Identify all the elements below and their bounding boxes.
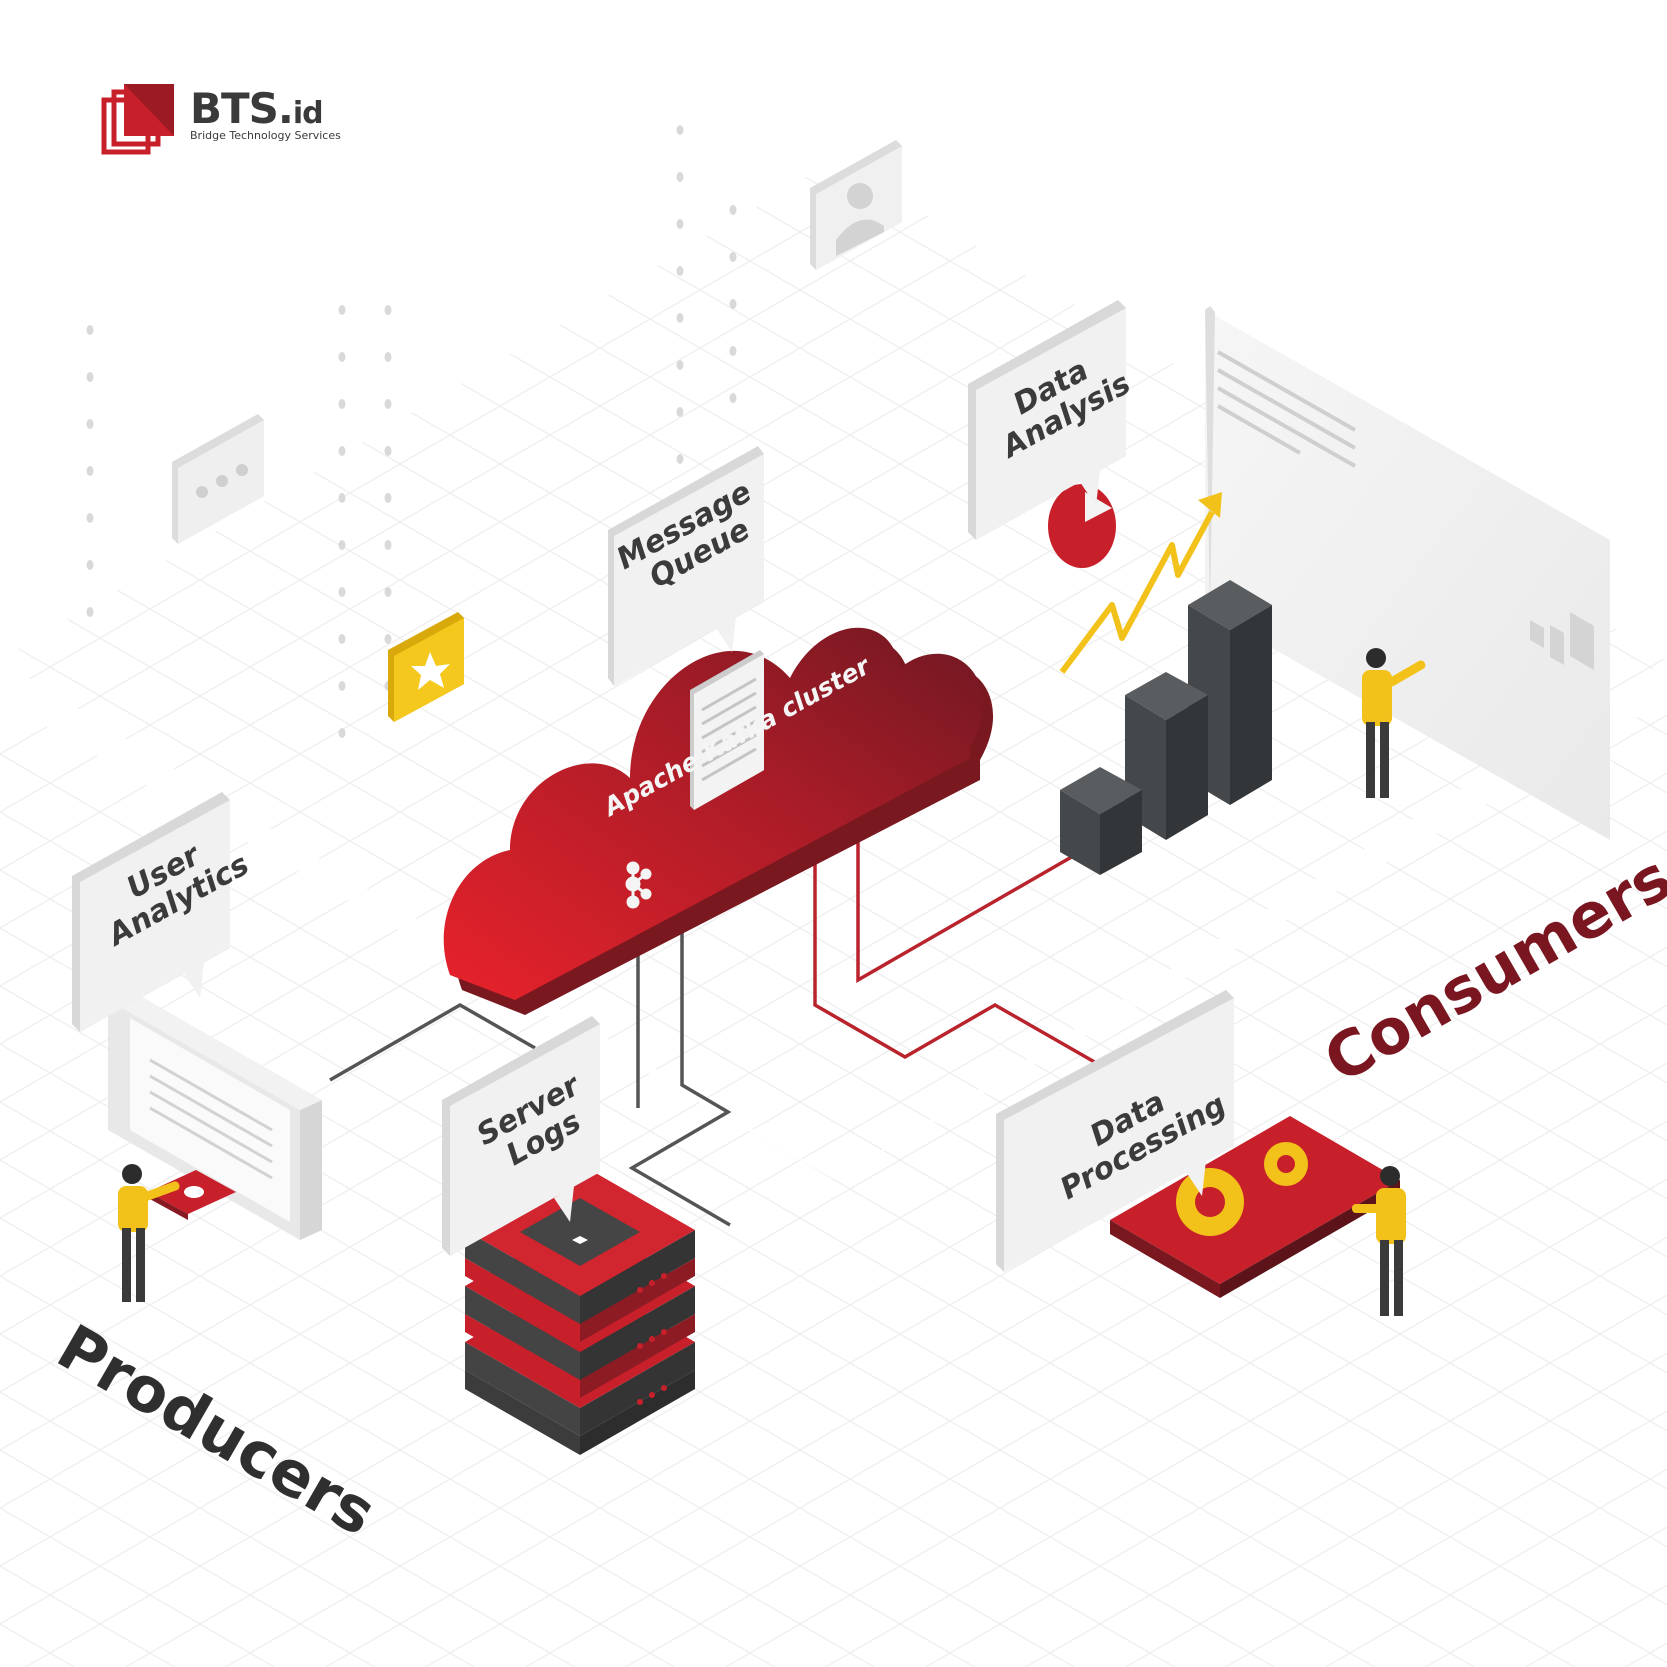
dot bbox=[384, 493, 392, 503]
dot bbox=[338, 352, 346, 362]
kafka-cloud bbox=[443, 627, 994, 1015]
dot bbox=[729, 252, 737, 262]
right-panel bbox=[1205, 306, 1610, 840]
callout-message-queue bbox=[608, 446, 764, 686]
dot bbox=[86, 607, 94, 617]
dot bbox=[384, 634, 392, 644]
bts-logo-icon bbox=[101, 84, 174, 155]
dot bbox=[676, 313, 684, 323]
dot bbox=[338, 540, 346, 550]
dot bbox=[676, 172, 684, 182]
dot bbox=[86, 466, 94, 476]
star-icon bbox=[388, 612, 464, 722]
pie-chart-icon bbox=[1048, 484, 1116, 568]
dot bbox=[384, 587, 392, 597]
dot bbox=[676, 219, 684, 229]
dot bbox=[676, 454, 684, 464]
dot bbox=[729, 299, 737, 309]
dot bbox=[384, 352, 392, 362]
callout-server-logs bbox=[442, 1016, 600, 1256]
dot bbox=[338, 681, 346, 691]
callout-data-analysis bbox=[968, 300, 1126, 540]
chat-icon bbox=[172, 414, 264, 544]
brand-name: BTS.id bbox=[190, 84, 324, 133]
dot bbox=[676, 125, 684, 135]
callout-bubbles bbox=[72, 300, 1234, 1272]
monitor bbox=[108, 990, 322, 1240]
dot bbox=[676, 407, 684, 417]
callout-user-analytics bbox=[72, 792, 230, 1032]
callout-data-processing bbox=[996, 990, 1234, 1272]
dot bbox=[384, 540, 392, 550]
red-card bbox=[148, 1170, 236, 1220]
connection-lines bbox=[329, 830, 1106, 1227]
dot bbox=[384, 399, 392, 409]
dot bbox=[384, 305, 392, 315]
dot bbox=[338, 305, 346, 315]
server-stack bbox=[465, 1164, 695, 1455]
dot bbox=[676, 360, 684, 370]
bar-chart bbox=[1060, 580, 1272, 875]
user-icon bbox=[810, 140, 902, 270]
dot bbox=[86, 513, 94, 523]
dot bbox=[86, 560, 94, 570]
dot bbox=[338, 728, 346, 738]
dot bbox=[729, 346, 737, 356]
brand-tagline: Bridge Technology Services bbox=[190, 129, 341, 142]
dot bbox=[338, 493, 346, 503]
dot bbox=[86, 372, 94, 382]
kafka-logo-icon bbox=[625, 861, 652, 909]
trend-arrow-icon bbox=[1059, 492, 1222, 674]
dot bbox=[338, 446, 346, 456]
mini-bar-icon bbox=[1530, 612, 1594, 670]
person-figure bbox=[118, 648, 1426, 1316]
dot bbox=[384, 446, 392, 456]
dot bbox=[86, 419, 94, 429]
dot bbox=[338, 399, 346, 409]
brand: BTS.id Bridge Technology Services bbox=[190, 84, 341, 142]
document-icon bbox=[690, 650, 764, 810]
dot bbox=[338, 587, 346, 597]
dot bbox=[676, 266, 684, 276]
dot bbox=[86, 325, 94, 335]
dot bbox=[729, 205, 737, 215]
dot bbox=[729, 393, 737, 403]
dot bbox=[338, 634, 346, 644]
